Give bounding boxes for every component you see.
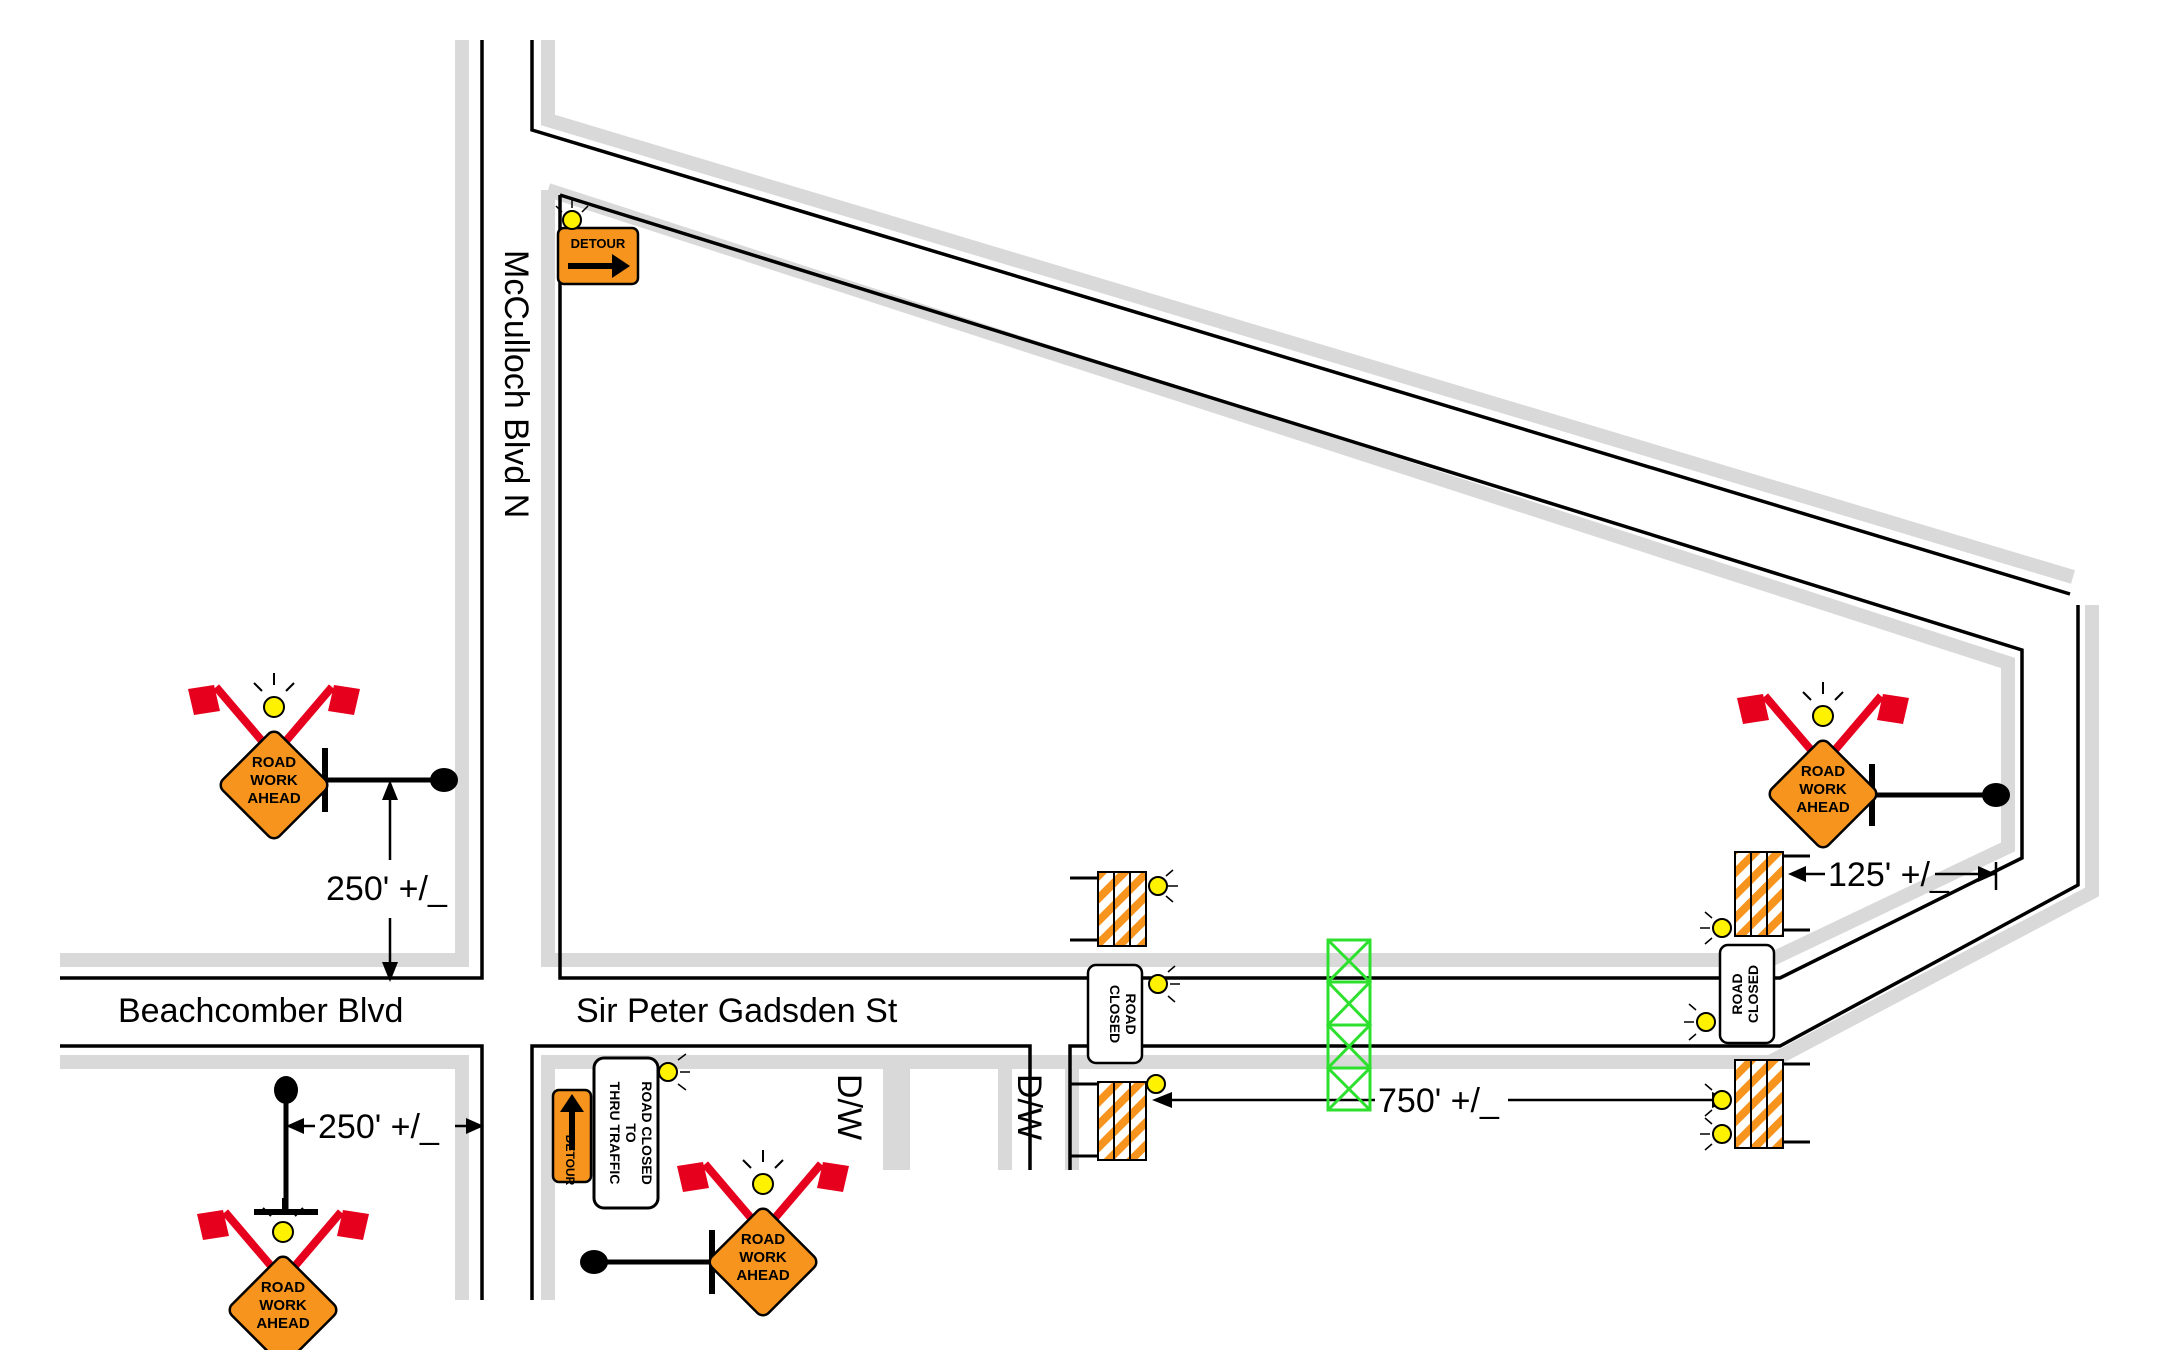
sign-line: CLOSED	[1107, 985, 1123, 1043]
warning-light-icon	[1148, 876, 1168, 896]
dimension-label: 750' +/_	[1378, 1082, 1500, 1120]
driveway-label-2: D/W	[1010, 1074, 1048, 1140]
warning-light-icon	[1148, 974, 1168, 994]
road-work-ahead-sign-top-left: ROAD WORK AHEAD	[188, 673, 360, 842]
warning-light-icon	[1146, 1074, 1166, 1094]
detour-label: DETOUR	[563, 1135, 577, 1186]
dimension-work-zone: 750' +/_	[1152, 1082, 1732, 1120]
detour-sign-bottom: DETOUR	[551, 1088, 593, 1186]
sign-line: CLOSED	[1745, 965, 1761, 1023]
barricade-left-top	[1070, 869, 1178, 947]
driveway-label-1: D/W	[830, 1074, 868, 1140]
barricade-right-bottom	[1700, 1059, 1810, 1151]
detour-label: DETOUR	[571, 236, 626, 251]
arrow-right-icon	[612, 254, 630, 278]
sign-line: ROAD	[1729, 973, 1745, 1014]
sign-line: TO	[623, 1123, 639, 1142]
road-shoulders	[60, 40, 2099, 1300]
dimension-label: 250' +/_	[318, 1108, 440, 1146]
dimension-label: 250' +/_	[326, 870, 448, 908]
sign-line: AHEAD	[256, 1315, 310, 1332]
warning-light-icon	[1696, 1012, 1716, 1032]
barricade-right-top	[1700, 851, 1810, 945]
road-closed-thru-traffic-sign: ROAD CLOSED TO THRU TRAFFIC	[592, 1053, 690, 1210]
sign-stand-left-bottom	[254, 1076, 318, 1215]
dimension-right: 125' +/_	[1788, 856, 1998, 894]
sign-stand-bottom-center	[580, 1230, 715, 1294]
sign-line: WORK	[1799, 781, 1847, 798]
road-work-ahead-sign-right: ROAD WORK AHEAD	[1737, 682, 1909, 851]
sign-line: AHEAD	[1796, 799, 1850, 816]
sign-line: AHEAD	[736, 1267, 790, 1284]
sign-line: WORK	[259, 1297, 307, 1314]
sign-line: THRU TRAFFIC	[607, 1082, 623, 1185]
warning-light-icon	[562, 210, 582, 230]
sign-line: ROAD CLOSED	[639, 1081, 655, 1184]
sign-line: AHEAD	[247, 790, 301, 807]
sign-line: WORK	[739, 1249, 787, 1266]
sign-line: ROAD	[741, 1231, 785, 1248]
sign-line: WORK	[250, 772, 298, 789]
road-work-ahead-sign-bottom-left: ROAD WORK AHEAD	[197, 1198, 369, 1350]
street-label-sir-peter: Sir Peter Gadsden St	[576, 992, 898, 1030]
street-label-beachcomber: Beachcomber Blvd	[118, 992, 403, 1030]
sign-line: ROAD	[252, 754, 296, 771]
warning-light-icon	[1712, 1124, 1732, 1144]
arrow-up-icon	[560, 1094, 584, 1112]
dimension-label: 125' +/_	[1828, 856, 1950, 894]
barricade-left-bottom	[1070, 1074, 1166, 1161]
road-edges	[60, 40, 2080, 1300]
sign-line: ROAD	[1123, 993, 1139, 1034]
detour-sign-top: DETOUR	[555, 200, 640, 286]
dimension-top-left: 250' +/_	[326, 780, 448, 982]
warning-light-icon	[1712, 918, 1732, 938]
sign-stand-right	[1869, 764, 2010, 826]
warning-light-icon	[1712, 1090, 1732, 1110]
dimension-bottom-left: 250' +/_	[286, 1108, 484, 1146]
road-closed-sign-left: ROAD CLOSED	[1086, 963, 1180, 1065]
road-work-ahead-sign-bottom-center: ROAD WORK AHEAD	[677, 1150, 849, 1319]
road-closed-sign-right: ROAD CLOSED	[1684, 943, 1776, 1045]
work-area	[1325, 938, 1373, 1112]
street-label-mcculloch: McCulloch Blvd N	[497, 250, 535, 518]
warning-light-icon	[658, 1062, 678, 1082]
sign-line: ROAD	[261, 1279, 305, 1296]
sign-line: ROAD	[1801, 763, 1845, 780]
